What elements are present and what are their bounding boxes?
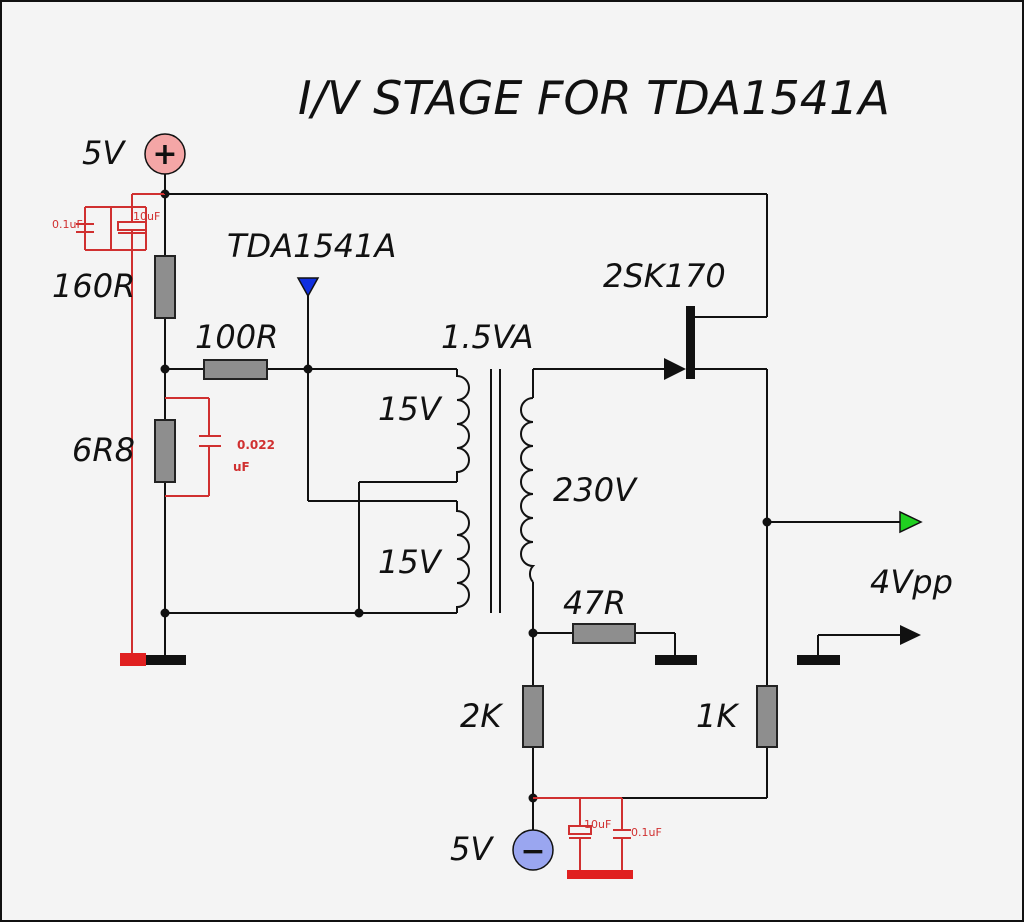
label-r6r8: 6R8: [72, 431, 135, 469]
resistor-47r: [572, 623, 636, 644]
label-output: 4Vpp: [870, 563, 953, 601]
ground-red-top-icon: [120, 653, 146, 666]
ground-47r-icon: [655, 655, 697, 665]
decoupling-network: [76, 193, 631, 874]
component-labels: 5V TDA1541A 160R 100R 6R8 1.5VA 15V 15V …: [52, 134, 953, 868]
minus-icon: −: [520, 834, 545, 869]
label-r100: 100R: [195, 318, 278, 356]
label-supply-pos: 5V: [82, 134, 126, 172]
label-transformer: 1.5VA: [441, 318, 534, 356]
cap-label-bottom-small: 0.1uF: [631, 826, 662, 839]
input-marker-icon: [296, 277, 320, 298]
label-r47: 47R: [563, 584, 626, 622]
label-r160: 160R: [52, 267, 135, 305]
label-chip: TDA1541A: [227, 227, 396, 265]
plus-icon: +: [152, 137, 177, 172]
resistors: [154, 255, 778, 748]
cap-label-top-elec: 10uF: [133, 210, 160, 223]
decoupling-grounds: [120, 653, 633, 879]
ground-bars: [146, 655, 840, 665]
cap-label-bottom-elec: 10uF: [584, 818, 611, 831]
output-ground-arrow-icon: [900, 625, 921, 645]
label-r2k: 2K: [460, 697, 504, 735]
resistor-6r8: [154, 419, 176, 483]
output-arrow-icon: [899, 510, 923, 534]
supply-positive-terminal: +: [144, 133, 186, 194]
label-r1k: 1K: [696, 697, 740, 735]
resistor-2k: [522, 685, 544, 748]
label-primary-top: 15V: [378, 390, 443, 428]
ground-left-icon: [146, 655, 186, 665]
label-supply-neg: 5V: [450, 830, 494, 868]
label-jfet: 2SK170: [603, 257, 726, 295]
ground-output-icon: [797, 655, 840, 665]
cap-label-mid-value: 0.022: [237, 438, 275, 452]
supply-negative-terminal: −: [512, 829, 554, 871]
cap-label-mid-unit: uF: [233, 460, 250, 474]
jfet-2sk170-symbol: [664, 306, 695, 380]
resistor-100r: [203, 359, 268, 380]
label-primary-bottom: 15V: [378, 543, 443, 581]
transformer-symbol: [456, 369, 536, 613]
label-secondary: 230V: [553, 471, 638, 509]
cap-label-top-small: 0.1uF: [52, 218, 83, 231]
schematic-title: I/V STAGE FOR TDA1541A: [298, 71, 890, 125]
resistor-1k: [756, 685, 778, 748]
junction-dots: [160, 189, 772, 803]
resistor-160r: [154, 255, 176, 319]
ground-red-bottom-icon: [567, 870, 633, 879]
